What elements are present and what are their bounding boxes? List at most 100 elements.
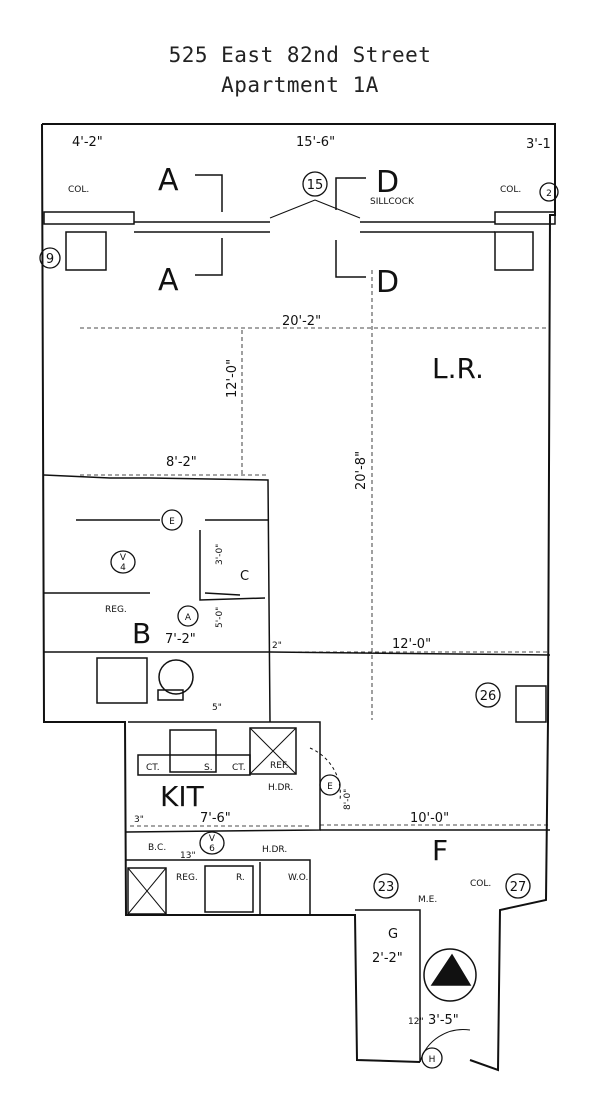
kitchen-door-arc xyxy=(309,747,341,801)
stair-circle xyxy=(423,948,477,1002)
section-arrow-d-top xyxy=(335,177,366,210)
door-swing xyxy=(419,1029,471,1063)
reg-label: REG. xyxy=(105,605,127,615)
range xyxy=(204,865,254,913)
circle-mark-9: 9 xyxy=(39,247,61,269)
dimension-lr-center: 20'-8" xyxy=(354,451,369,490)
bedroom-wall xyxy=(43,474,271,723)
circle-mark-h: H xyxy=(421,1047,443,1069)
col-label-1: COL. xyxy=(68,185,89,195)
room-label-c: C xyxy=(240,569,249,584)
dimension-small-13: 13" xyxy=(180,851,196,861)
dimension-small-12: 12" xyxy=(408,1017,424,1027)
hdr-label-1: H.DR. xyxy=(268,783,293,793)
section-d-bottom: D xyxy=(376,265,399,300)
circle-mark-e1-text: E xyxy=(169,517,175,527)
dimension-kit-depth: 8'-0" xyxy=(343,789,353,810)
room-label-lr: L.R. xyxy=(432,352,484,385)
col-label-3: COL. xyxy=(470,879,491,889)
dimension-lr-lower: 12'-0" xyxy=(392,637,431,652)
room-label-b: B xyxy=(132,617,151,650)
circle-mark-23-text: 23 xyxy=(378,880,395,895)
circle-mark-v6-v: V xyxy=(209,834,216,844)
window-wall-left xyxy=(43,211,135,225)
circle-mark-e2: E xyxy=(319,774,341,796)
me-label: M.E. xyxy=(418,895,437,905)
leader-15 xyxy=(269,199,361,219)
toilet xyxy=(158,659,194,695)
circle-mark-27-text: 27 xyxy=(510,880,527,895)
ref-label: REF. xyxy=(270,761,289,771)
wo-label: W.O. xyxy=(288,873,308,883)
dimension-small-5: 5" xyxy=(212,703,222,713)
dimension-bed-inner: 7'-2" xyxy=(165,632,196,647)
sink xyxy=(169,729,217,773)
circle-mark-a-text: A xyxy=(185,613,192,623)
vanity xyxy=(157,689,184,701)
column xyxy=(515,685,547,723)
dimension-small-3: 3" xyxy=(134,815,144,825)
wall-outline-left xyxy=(41,123,421,1063)
refrigerator-x xyxy=(249,727,297,775)
dimension-kit-width: 7'-6" xyxy=(200,811,231,826)
section-a-top: A xyxy=(158,163,179,198)
circle-mark-a: A xyxy=(177,605,199,627)
dimension-bed-depth: 5'-0" xyxy=(215,607,225,628)
bc-label: B.C. xyxy=(148,843,166,853)
circle-mark-v4: V4 xyxy=(110,550,136,574)
r-label: R. xyxy=(236,873,245,883)
kitchen-wall xyxy=(124,721,321,833)
dimension-lr-depth: 12'-0" xyxy=(225,359,240,398)
circle-mark-v6: V6 xyxy=(199,831,225,855)
reg-label-2: REG. xyxy=(176,873,198,883)
window-wall-right xyxy=(494,211,556,225)
refrigerator xyxy=(249,727,297,775)
room-label-f: F xyxy=(432,834,448,867)
address-line: 525 East 82nd Street xyxy=(168,43,432,67)
circle-mark-26: 26 xyxy=(475,682,501,708)
circle-mark-h-text: H xyxy=(429,1055,436,1065)
bedroom-wall xyxy=(44,592,241,596)
closet-box-x xyxy=(127,867,167,915)
dimension-g-bottom: 3'-5" xyxy=(428,1013,459,1028)
section-a-bottom: A xyxy=(158,263,179,298)
dimension-foyer-width: 10'-0" xyxy=(410,811,449,826)
dimension-g-width: 2'-2" xyxy=(372,951,403,966)
circle-mark-e1: E xyxy=(161,509,183,531)
circle-mark-v6-n: 6 xyxy=(209,844,215,854)
dimension-top-right: 3'-1 xyxy=(526,137,551,152)
column xyxy=(65,231,107,271)
apartment-line: Apartment 1A xyxy=(221,73,379,97)
s-label: S. xyxy=(204,763,213,773)
circle-mark-v4-n: 4 xyxy=(120,563,126,573)
tub xyxy=(96,657,148,704)
closet-box xyxy=(127,867,167,915)
col-label-2: COL. xyxy=(500,185,521,195)
section-arrow-a-bottom xyxy=(195,238,223,276)
section-d-top: D xyxy=(376,165,399,200)
dimension-top-width: 15'-6" xyxy=(296,135,335,150)
dimension-bed-width: 8'-2" xyxy=(166,455,197,470)
ct-label-1: CT. xyxy=(146,763,160,773)
circle-mark-26-text: 26 xyxy=(480,689,497,704)
sillcock-label: SILLCOCK xyxy=(370,197,415,207)
circle-mark-2: 2 xyxy=(539,182,559,202)
dimension-small-2: 2" xyxy=(272,641,282,651)
wall-outline xyxy=(42,123,556,1072)
bath-wall xyxy=(44,651,551,656)
room-label-g: G xyxy=(388,927,398,942)
hdr-label-2: H.DR. xyxy=(262,845,287,855)
circle-mark-v4-v: V xyxy=(120,553,127,563)
circle-mark-23: 23 xyxy=(373,873,399,899)
circle-mark-15: 15 xyxy=(302,171,328,197)
closet-wall xyxy=(199,530,266,601)
stair-arrow xyxy=(430,953,472,986)
circle-mark-15-text: 15 xyxy=(307,178,324,193)
section-arrow-d-bottom xyxy=(335,240,366,278)
dimension-top-left: 4'-2" xyxy=(72,135,103,150)
dimension-closet: 3'-0" xyxy=(215,544,225,565)
circle-mark-27: 27 xyxy=(505,873,531,899)
section-arrow-a-top xyxy=(195,174,223,212)
circle-mark-2-text: 2 xyxy=(546,189,552,199)
